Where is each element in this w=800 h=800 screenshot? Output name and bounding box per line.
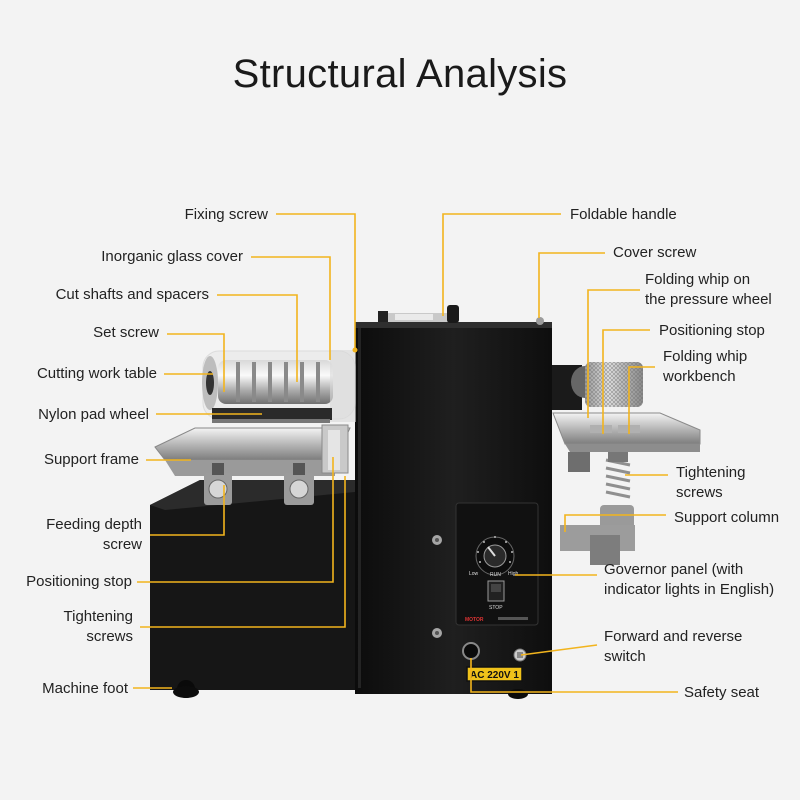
feeding-depth-screws [204,463,314,505]
page-title: Structural Analysis [232,52,568,96]
label-folding-whip: Folding whip on the pressure wheel [645,270,772,310]
label-cover-screw: Cover screw [613,244,697,261]
label-forward-reverse-line2: switch [604,648,646,665]
label-positioning-stop-right: Positioning stop [659,322,765,339]
label-safety-seat: Safety seat [684,684,760,701]
label-folding-whip-line1: Folding whip on [645,271,751,288]
voltage-plate-text: AC 220V 1 [470,670,519,681]
label-tightening-left: Tightening screws [64,607,134,647]
label-machine-foot: Machine foot [42,680,128,697]
label-tightening-left-line2: screws [86,628,133,645]
label-cut-shafts: Cut shafts and spacers [55,286,209,303]
base-body [150,480,355,698]
leader-lines-right [442,213,678,693]
label-governor-panel: Governor panel (with indicator lights in… [604,560,774,600]
label-governor-line2: indicator lights in English) [604,581,775,598]
label-governor-line1: Governor panel (with [604,561,744,578]
glass-cover-and-shafts [202,350,356,422]
label-feeding-depth-line2: screw [102,536,142,553]
label-forward-reverse: Forward and reverse switch [604,627,742,667]
label-whip-bench: Folding whip workbench [663,347,747,387]
label-feeding-depth: Feeding depth screw [46,515,142,555]
governor-brand-text: MOTOR [465,617,484,623]
governor-low-text: Low [469,571,479,577]
label-fixing-screw: Fixing screw [184,206,268,223]
label-whip-bench-line2: workbench [663,368,736,385]
label-positioning-stop-left: Positioning stop [26,573,132,590]
label-foldable-handle: Foldable handle [570,206,677,223]
label-nylon-wheel: Nylon pad wheel [38,406,149,423]
label-forward-reverse-line1: Forward and reverse [604,628,743,645]
cutting-work-table [212,408,332,423]
support-frame [154,424,351,476]
governor-high-text: High [508,571,519,577]
label-tightening-left-line1: Tightening [63,608,134,625]
label-feeding-depth-line1: Feeding depth [46,516,142,533]
label-tightening-right-line1: Tightening [676,464,746,481]
leader-lines-left [133,213,358,689]
label-support-column: Support column [674,509,780,526]
governor-stop-text: STOP [489,605,503,611]
label-whip-bench-line1: Folding whip [663,348,748,365]
cover-screw-head [536,317,544,325]
governor-panel: Low High RUN STOP MOTOR [455,502,539,626]
label-tightening-right-line2: screws [676,484,723,501]
label-tightening-right: Tightening screws [676,463,746,503]
foldable-handle [378,305,544,325]
label-cutting-table: Cutting work table [36,365,157,382]
label-set-screw: Set screw [93,324,159,341]
label-glass-cover: Inorganic glass cover [101,248,243,265]
label-support-frame: Support frame [43,451,139,468]
governor-run-text: RUN [490,572,501,578]
tightening-spring [605,458,631,499]
label-folding-whip-line2: the pressure wheel [645,291,772,308]
